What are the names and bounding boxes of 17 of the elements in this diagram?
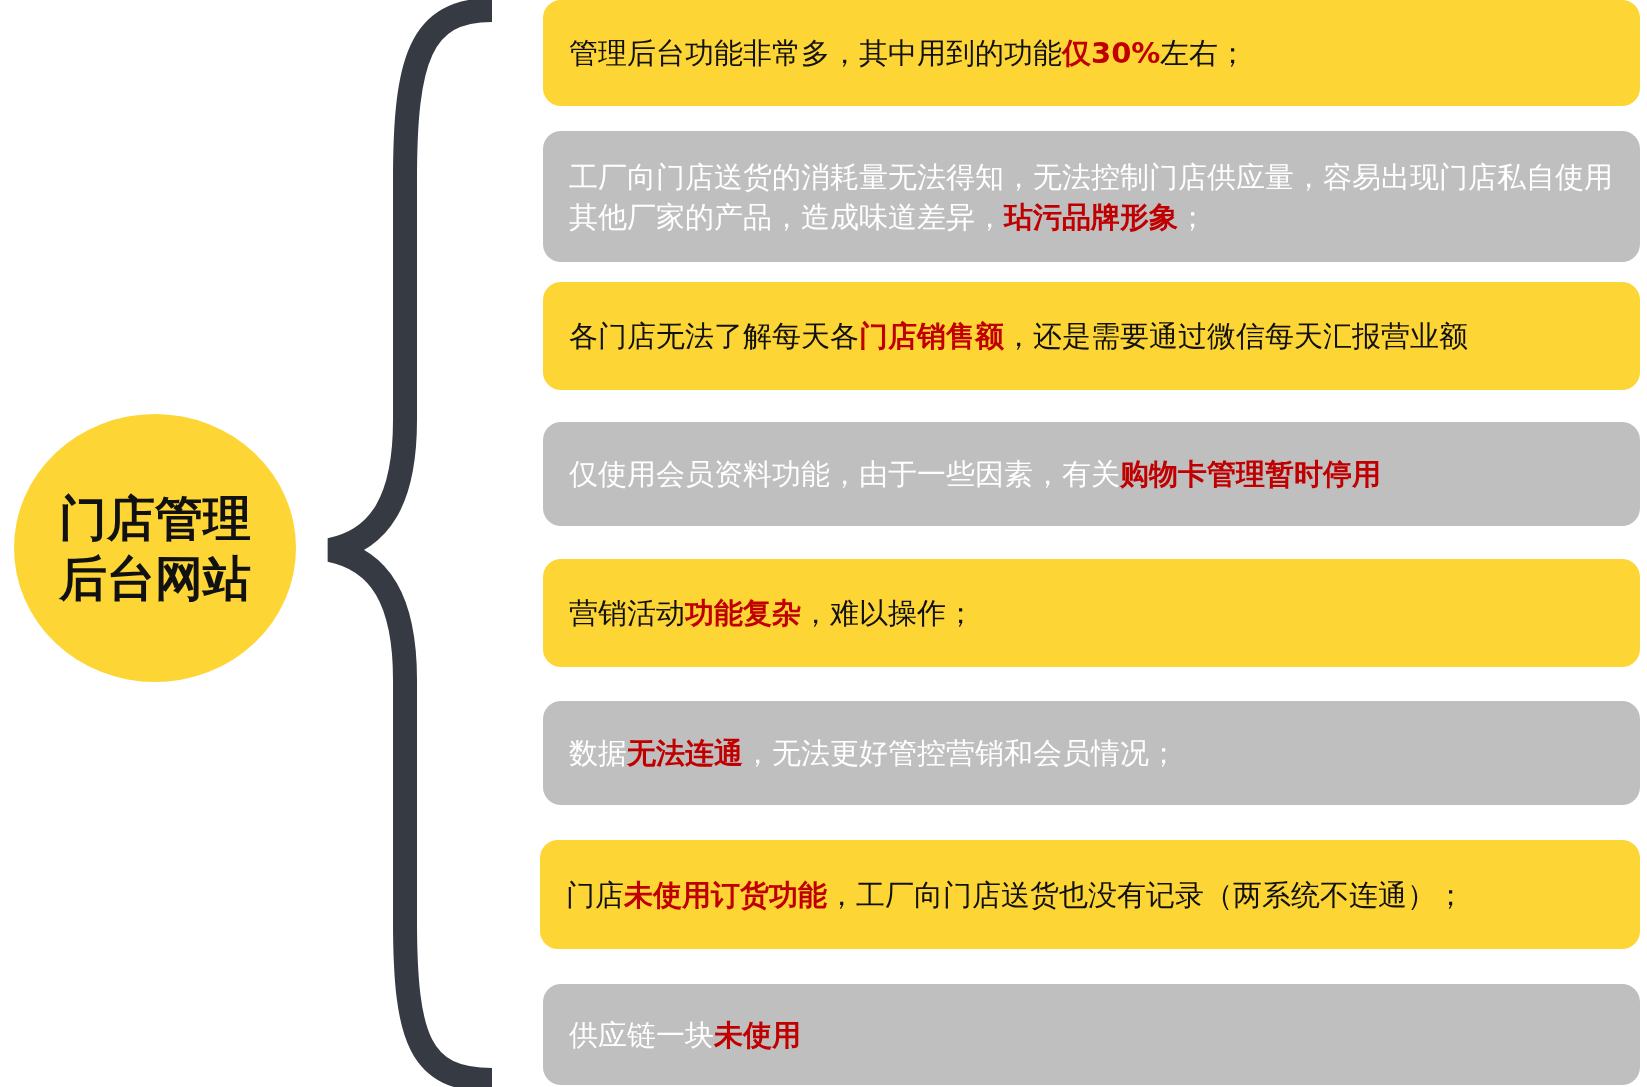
issue-box [543, 701, 1640, 805]
issue-box [543, 131, 1640, 262]
issue-text: 各门店无法了解每天各门店销售额，还是需要通过微信每天汇报营业额 [569, 318, 1468, 355]
issue-box [543, 422, 1640, 526]
issue-box [543, 0, 1640, 106]
issue-box [543, 559, 1640, 667]
issue-text: 仅使用会员资料功能，由于一些因素，有关购物卡管理暂时停用 [569, 456, 1381, 493]
issue-box [540, 840, 1640, 949]
issue-text: 供应链一块未使用 [569, 1016, 801, 1054]
issue-text: 营销活动功能复杂，难以操作； [569, 595, 975, 632]
issue-text: 管理后台功能非常多，其中用到的功能仅30%左右； [569, 35, 1248, 72]
issue-text: 数据无法连通，无法更好管控营销和会员情况； [569, 735, 1178, 772]
issue-text: 门店未使用订货功能，工厂向门店送货也没有记录（两系统不连通）； [566, 876, 1465, 914]
issue-box [543, 984, 1640, 1085]
issue-text: 工厂向门店送货的消耗量无法得知，无法控制门店供应量，容易出现门店私自使用其他厂家的产品，造成味道差异，玷污品牌形象； [569, 158, 1614, 236]
topic-title: 门店管理后台网站 [58, 489, 252, 608]
issue-box [543, 282, 1640, 390]
